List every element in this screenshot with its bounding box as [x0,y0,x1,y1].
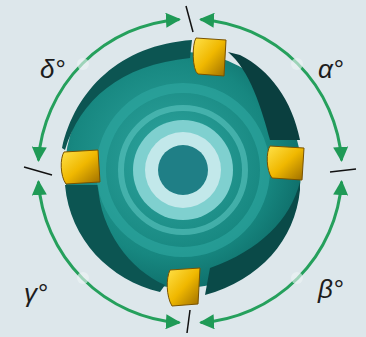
angle-label: δ° [40,56,65,82]
angle-label: α° [318,56,343,82]
angle-arc [38,19,341,322]
angle-label: β° [318,276,343,302]
tick-mark [24,6,356,333]
cutting-insert [61,38,304,306]
angle-label: γ° [24,280,47,306]
cutter-body [62,40,301,295]
